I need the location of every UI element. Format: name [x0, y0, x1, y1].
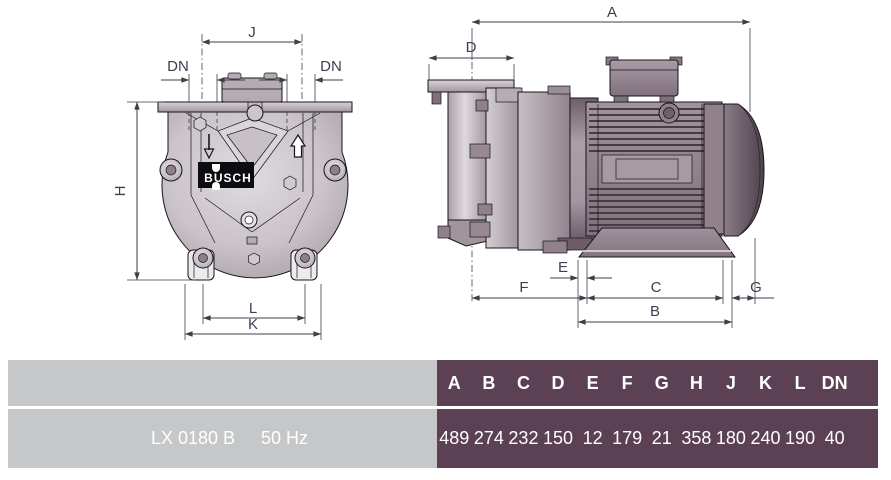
value-cell: 489	[439, 428, 470, 448]
bolt	[475, 99, 489, 112]
dimension-L: L	[202, 284, 306, 324]
dimension-A: A	[471, 4, 751, 112]
value-cell: 150	[543, 428, 574, 448]
value-cell: 179	[612, 428, 643, 448]
logo-u-mark	[212, 182, 220, 190]
busch-logo-text: BUSCH	[204, 171, 252, 185]
dimension-DN-right: DN	[259, 58, 343, 102]
valve-head	[221, 77, 283, 103]
header-cell: J	[725, 372, 736, 393]
technical-drawing: BUSCH J DN	[112, 4, 774, 340]
value-cell: 358	[681, 428, 712, 448]
outlet-arrow-icon	[289, 133, 307, 158]
svg-text:E: E	[558, 259, 568, 276]
table-row-divider	[8, 406, 878, 409]
bolt	[469, 221, 491, 238]
svg-text:G: G	[750, 279, 762, 296]
svg-text:DN: DN	[320, 58, 342, 75]
dimension-F: F	[471, 279, 588, 301]
svg-text:K: K	[248, 316, 258, 333]
dimension-D: D	[428, 39, 515, 80]
hex-bolt	[248, 252, 260, 266]
svg-text:D: D	[466, 39, 477, 56]
svg-text:A: A	[607, 4, 617, 21]
terminal-box	[605, 56, 683, 103]
hex-bolt	[283, 175, 297, 191]
header-cell: L	[794, 372, 806, 393]
value-cell: 240	[750, 428, 781, 448]
header-cell: E	[586, 372, 599, 393]
header-cell: B	[482, 372, 496, 393]
svg-text:L: L	[249, 300, 257, 317]
side-view-dimensions: A D E F C G	[428, 4, 774, 328]
pump-side-view	[427, 56, 765, 302]
header-cell: DN	[821, 372, 848, 393]
value-cell: 180	[715, 428, 746, 448]
value-cell: 40	[824, 428, 845, 448]
dimension-B: B	[577, 303, 733, 325]
hex-bolt	[193, 116, 207, 132]
fan-cover	[723, 103, 765, 237]
dimension-H: H	[112, 101, 195, 281]
svg-text:F: F	[519, 279, 528, 296]
bolt	[469, 143, 491, 159]
motor-end-bell	[703, 103, 725, 235]
dimension-DN-left: DN	[161, 58, 245, 102]
center-port	[246, 104, 264, 122]
dimension-C: C	[586, 279, 724, 301]
dimension-K: K	[184, 284, 322, 340]
header-cell: F	[621, 372, 633, 393]
dimension-E: E	[550, 259, 612, 281]
motor-nameplate-band	[601, 154, 693, 184]
header-cell: G	[654, 372, 669, 393]
header-columns: A B C D E F G H J K L DN	[437, 360, 878, 406]
pump-cover	[485, 87, 521, 249]
table-header-row: A B C D E F G H J K L DN	[8, 360, 878, 406]
svg-text:H: H	[112, 186, 129, 197]
bolt	[477, 203, 493, 216]
header-cell: A	[447, 372, 461, 393]
value-cell: 12	[582, 428, 603, 448]
dimension-table: A B C D E F G H J K L DN LX 0180 B 50 Hz…	[8, 360, 878, 468]
frequency-label: 50 Hz	[261, 428, 309, 448]
value-cell: 21	[651, 428, 672, 448]
header-cell: C	[516, 372, 530, 393]
pump-housing-side	[517, 91, 571, 251]
logo-u-mark	[212, 164, 220, 172]
dimension-J: J	[201, 24, 303, 45]
motor-nameplate	[615, 158, 679, 180]
table-data-row: LX 0180 B 50 Hz 489 274 232 150 12 179 2…	[8, 409, 878, 468]
front-view-dimensions: J DN DN H L	[112, 24, 343, 340]
dimension-G: G	[731, 279, 774, 301]
svg-text:C: C	[651, 279, 662, 296]
svg-text:J: J	[248, 24, 256, 41]
pump-front-view: BUSCH	[157, 34, 353, 281]
header-cell: D	[551, 372, 565, 393]
base-pedestal	[577, 227, 736, 258]
table-corner-cell	[8, 360, 437, 406]
value-cell: 274	[473, 428, 504, 448]
value-cell: 190	[785, 428, 816, 448]
value-columns: 489 274 232 150 12 179 21 358 180 240 19…	[437, 409, 878, 468]
value-cell: 232	[508, 428, 539, 448]
header-cell: K	[758, 372, 772, 393]
model-label-cell: LX 0180 B 50 Hz	[8, 409, 437, 468]
svg-text:DN: DN	[167, 58, 189, 75]
busch-logo: BUSCH	[198, 162, 254, 190]
inlet-arrow-icon	[203, 134, 215, 160]
svg-text:B: B	[650, 303, 660, 320]
header-cell: H	[689, 372, 703, 393]
model-name: LX 0180 B	[150, 428, 236, 448]
